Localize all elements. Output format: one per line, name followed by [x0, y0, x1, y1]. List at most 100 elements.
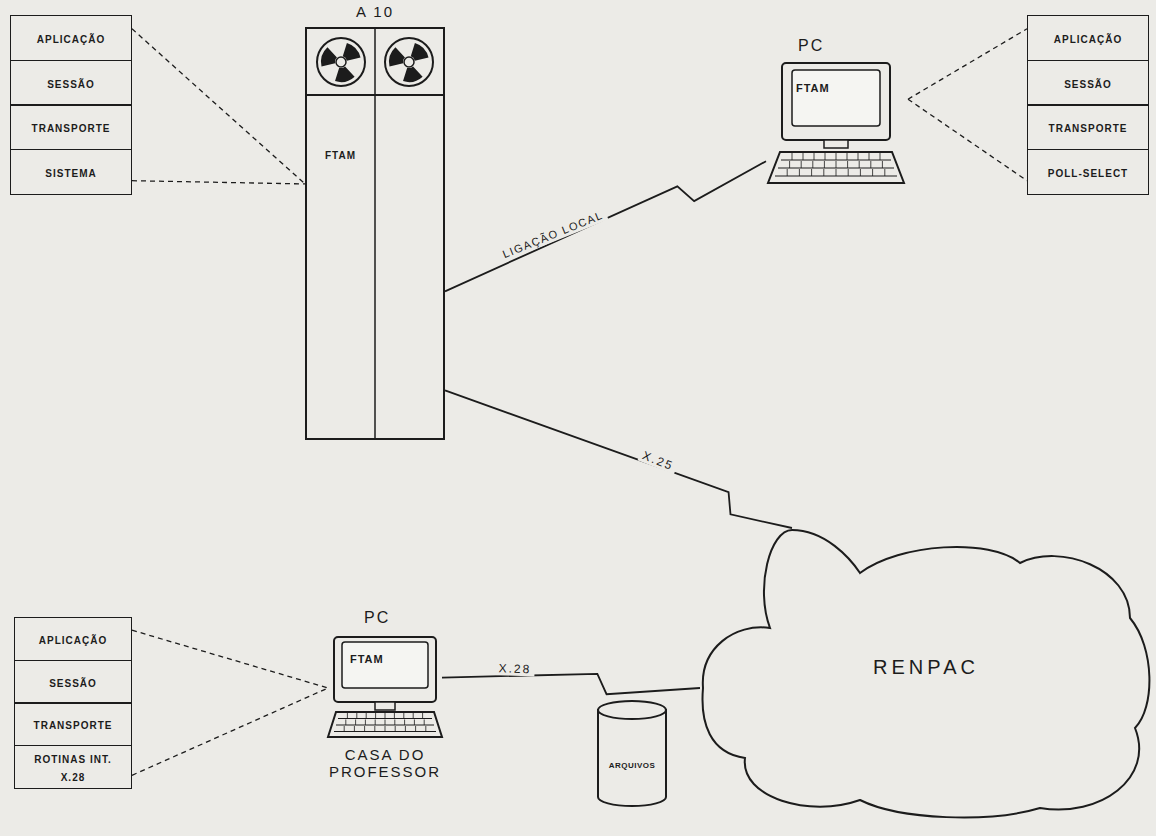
- protocol-layer-box: SISTEMA: [10, 149, 132, 195]
- text-slot: ROTINAS INT. X.28: [21, 749, 125, 785]
- keyboard-keys: [811, 169, 812, 176]
- machine-name: PC: [364, 609, 390, 626]
- keyboard-keys: [799, 169, 800, 176]
- text-slot: APLICAÇÃO: [1054, 29, 1122, 47]
- keyboard-keys: [355, 720, 356, 726]
- storage-cylinder: ARQUIVOS: [596, 700, 668, 808]
- tape-reel: [317, 38, 365, 86]
- machine-name: A 10: [356, 3, 394, 20]
- communication-link: [442, 674, 700, 694]
- keyboard-keys: [385, 713, 386, 719]
- protocol-layer-box: TRANSPORTE: [10, 104, 132, 150]
- keyboard-keys: [375, 720, 376, 726]
- tape-reel-spoke: [403, 66, 423, 82]
- keyboard-keys: [789, 161, 790, 168]
- text-slot: POLL-SELECT: [1048, 163, 1128, 181]
- keyboard-keys: [847, 153, 848, 160]
- keyboard-keys: [812, 161, 813, 168]
- keyboard-keys: [354, 726, 355, 732]
- mainframe-cabinet: A 10FTAM: [305, 27, 445, 440]
- layer-name: APLICAÇÃO: [1054, 34, 1122, 45]
- computer-drawing: [328, 636, 442, 740]
- cabinet-divider: [374, 29, 376, 438]
- keyboard-keys: [345, 720, 346, 726]
- link-label: X.28: [495, 661, 534, 677]
- layer-name: TRANSPORTE: [34, 720, 113, 731]
- keyboard-keys: [880, 153, 881, 160]
- keyboard-keys: [814, 153, 815, 160]
- keyboard-keys: [356, 713, 357, 719]
- layer-name: POLL-SELECT: [1048, 168, 1128, 179]
- protocol-layer-box: SESSÃO: [10, 60, 132, 106]
- keyboard-keys: [860, 169, 861, 176]
- monitor: [334, 637, 436, 702]
- keyboard-keys: [836, 153, 837, 160]
- keyboard-keys: [858, 153, 859, 160]
- text-slot: CASA DO PROFESSOR: [312, 746, 458, 781]
- tape-reel-spoke: [389, 47, 405, 66]
- text-slot: SESSÃO: [47, 74, 95, 92]
- tape-reel: [385, 38, 433, 86]
- dashed-leader: [132, 29, 305, 184]
- link-label: LIGAÇÃO LOCAL: [498, 207, 608, 262]
- keyboard-keys: [847, 161, 848, 168]
- text-slot: A 10: [307, 3, 443, 21]
- text-slot: PC: [364, 609, 390, 627]
- keyboard-keys: [365, 720, 366, 726]
- keyboard-keys: [385, 720, 386, 726]
- software-label: FTAM: [325, 150, 356, 161]
- layer-name: ROTINAS INT. X.28: [34, 754, 112, 783]
- protocol-layer-box: SESSÃO: [14, 660, 132, 704]
- keyboard-keys: [394, 720, 395, 726]
- network-cloud: RENPAC: [700, 528, 1152, 818]
- dashed-leader: [132, 181, 305, 184]
- keyboard-keys: [825, 153, 826, 160]
- layer-name: SESSÃO: [47, 79, 95, 90]
- layer-name: APLICAÇÃO: [39, 635, 107, 646]
- tape-reel-spoke: [411, 43, 429, 61]
- keyboard-keys: [869, 153, 870, 160]
- protocol-layer-box: APLICAÇÃO: [1027, 15, 1149, 61]
- dashed-leader: [132, 688, 328, 775]
- text-slot: APLICAÇÃO: [39, 630, 107, 648]
- text-slot: TRANSPORTE: [34, 715, 113, 733]
- keyboard-keys: [792, 153, 793, 160]
- monitor-screen: [792, 70, 880, 126]
- communication-link: [445, 390, 792, 528]
- text-slot: APLICAÇÃO: [37, 29, 105, 47]
- cloud-outline: [702, 530, 1149, 817]
- keyboard-keys: [848, 169, 849, 176]
- text-slot: TRANSPORTE: [1049, 118, 1128, 136]
- text-slot: FTAM: [350, 649, 384, 667]
- text-slot: ARQUIVOS: [596, 754, 668, 772]
- dashed-leader: [132, 630, 328, 688]
- keyboard-keys: [823, 169, 824, 176]
- keyboard-keys: [882, 161, 883, 168]
- monitor-stand: [824, 140, 848, 148]
- text-slot: FTAM: [325, 145, 356, 163]
- layer-name: SESSÃO: [49, 678, 97, 689]
- keyboard-keys: [395, 726, 396, 732]
- computer-drawing: [766, 62, 908, 186]
- keyboard-keys: [836, 161, 837, 168]
- keyboard-keys: [870, 161, 871, 168]
- keyboard-keys: [425, 726, 426, 732]
- cylinder-drawing: [596, 700, 668, 808]
- layer-name: TRANSPORTE: [1049, 123, 1128, 134]
- dashed-leader: [908, 29, 1027, 99]
- protocol-layer-box: ROTINAS INT. X.28: [14, 745, 132, 789]
- software-label: FTAM: [350, 653, 384, 665]
- mainframe-drawing: [307, 29, 443, 438]
- protocol-layer-box: APLICAÇÃO: [14, 617, 132, 661]
- text-slot: RENPAC: [700, 656, 1152, 679]
- layer-name: SISTEMA: [45, 168, 96, 179]
- keyboard-keys: [859, 161, 860, 168]
- personal-computer: PCFTAMCASA DO PROFESSOR: [328, 636, 442, 740]
- keyboard-keys: [824, 161, 825, 168]
- location-caption: CASA DO PROFESSOR: [312, 746, 458, 780]
- keyboard: [328, 712, 442, 737]
- keyboard-keys: [872, 169, 873, 176]
- layer-name: SESSÃO: [1064, 79, 1112, 90]
- tape-reel-spoke: [321, 47, 337, 66]
